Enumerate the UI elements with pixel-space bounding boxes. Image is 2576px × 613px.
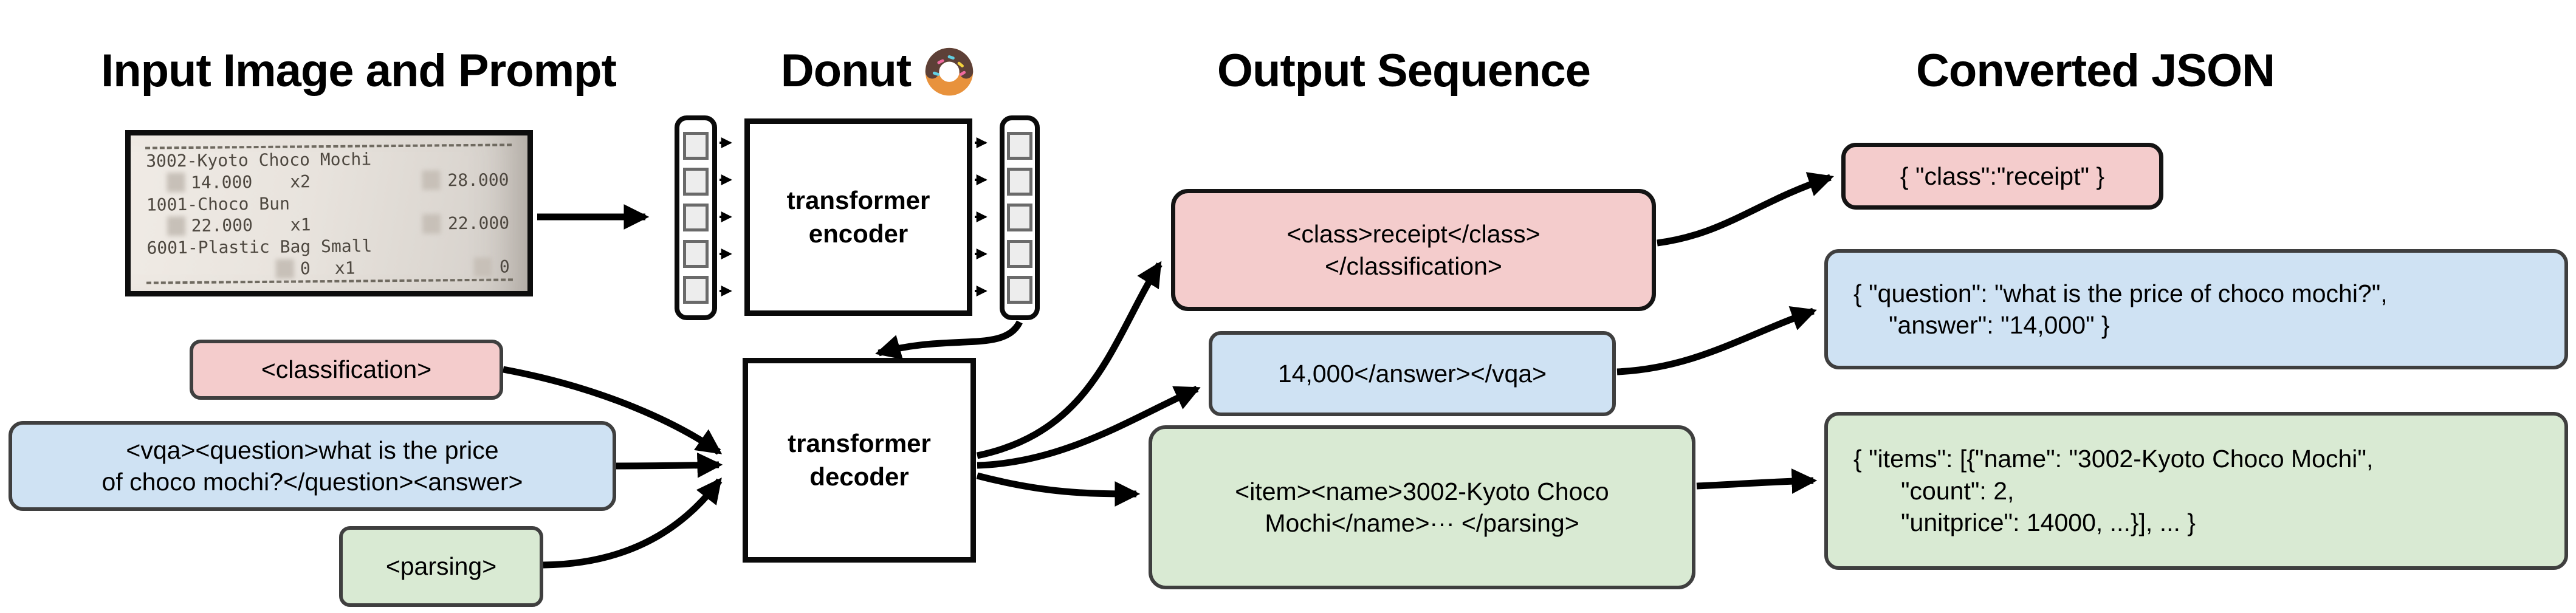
receipt-item-name: 3002-Kyoto Choco Mochi — [146, 149, 372, 171]
receipt-line-total: 22.000 — [447, 213, 510, 234]
vqa-output-box: 14,000</answer></vqa> — [1209, 331, 1616, 416]
receipt-total-cell: 22.000 — [337, 213, 520, 235]
transformer-decoder-box: transformer decoder — [743, 358, 976, 563]
decoder-label-line2: decoder — [809, 462, 909, 491]
vqa-json-line1: { "question": "what is the price of choc… — [1853, 279, 2388, 307]
parsing-output-line1: <item><name>3002-Kyoto Choco — [1235, 477, 1609, 505]
classification-output-line1: <class>receipt</class> — [1286, 220, 1540, 248]
embedding-token — [1007, 168, 1032, 196]
arrow-vqa-prompt-to-decoder — [616, 452, 723, 478]
receipt-unit-price: 14.000 — [190, 171, 253, 193]
receipt-qty: x2 — [290, 171, 311, 192]
receipt-content: 3002-Kyoto Choco Mochi 14.000 x2 28.000 … — [130, 134, 528, 293]
transformer-encoder-box: transformer encoder — [744, 118, 972, 316]
output-section-title: Output Sequence — [1217, 44, 1591, 97]
patch-token — [683, 204, 709, 232]
input-patch-token-strip — [675, 115, 717, 320]
patch-token — [683, 239, 709, 268]
redaction-patch — [422, 170, 441, 190]
encoded-embedding-strip — [1000, 115, 1040, 320]
vqa-prompt-line2: of choco mochi?</question><answer> — [101, 468, 523, 496]
receipt-qty: x1 — [290, 214, 311, 235]
model-title-label: Donut — [780, 44, 912, 97]
parsing-json-line2: "count": 2, — [1901, 476, 2014, 505]
receipt-line-total: 0 — [499, 256, 510, 277]
classification-output-box: <class>receipt</class> </classification> — [1171, 189, 1656, 311]
receipt-item-name: 6001-Plastic Bag Small — [146, 236, 373, 258]
arrows-encoder-to-embeddings — [975, 137, 987, 296]
vqa-output-text: 14,000</answer></vqa> — [1277, 359, 1547, 388]
parsing-output-line2: Mochi</name>··· </parsing> — [1265, 509, 1579, 537]
patch-token — [683, 275, 709, 304]
redaction-patch — [275, 259, 295, 279]
embedding-token — [1007, 275, 1032, 304]
embedding-token — [1007, 239, 1032, 268]
arrows-patches-to-encoder — [720, 137, 732, 296]
receipt-price-row: 14.000 x2 28.000 — [137, 170, 520, 193]
vqa-prompt-line1: <vqa><question>what is the price — [126, 436, 499, 464]
input-section-title: Input Image and Prompt — [101, 44, 617, 97]
receipt-input-image: 3002-Kyoto Choco Mochi 14.000 x2 28.000 … — [125, 130, 533, 296]
arrow-decoder-to-parsing-output — [976, 472, 1141, 507]
patch-token — [683, 168, 709, 196]
parsing-prompt-text: <parsing> — [385, 552, 497, 581]
receipt-item-name: 1001-Choco Bun — [146, 193, 290, 215]
parsing-json-box: { "items": [{"name": "3002-Kyoto Choco M… — [1824, 412, 2568, 570]
model-section-title: Donut — [696, 43, 1060, 98]
redaction-patch — [473, 257, 493, 277]
parsing-prompt-box: <parsing> — [339, 526, 543, 607]
parsing-output-box: <item><name>3002-Kyoto Choco Mochi</name… — [1149, 425, 1695, 589]
vqa-json-box: { "question": "what is the price of choc… — [1824, 249, 2568, 369]
receipt-price-cell: 14.000 — [137, 172, 252, 193]
encoder-label-line2: encoder — [808, 219, 908, 248]
arrow-vqa-output-to-json — [1616, 306, 1817, 375]
receipt-total-cell: 0 — [364, 256, 521, 278]
classification-prompt-text: <classification> — [261, 355, 432, 384]
vqa-prompt-box: <vqa><question>what is the price of choc… — [9, 421, 616, 511]
receipt-price-row: 0 x1 0 — [139, 256, 521, 279]
classification-output-line2: </classification> — [1325, 252, 1502, 280]
converted-json-section-title: Converted JSON — [1916, 44, 2275, 97]
donut-icon — [925, 47, 974, 96]
classification-prompt-box: <classification> — [190, 340, 503, 400]
receipt-total-cell: 28.000 — [336, 170, 520, 191]
receipt-line-total: 28.000 — [447, 170, 509, 190]
redaction-patch — [422, 214, 441, 234]
receipt-price-row: 22.000 x1 22.000 — [138, 213, 520, 236]
arrow-parsing-output-to-json — [1696, 468, 1818, 494]
redaction-patch — [167, 216, 185, 236]
patch-token — [683, 132, 709, 160]
receipt-unit-price: 0 — [300, 258, 311, 279]
arrow-embeddings-to-decoder — [874, 320, 1023, 360]
decoder-label-line1: transformer — [788, 428, 931, 457]
receipt-price-cell: 22.000 — [138, 215, 253, 236]
vqa-json-line2: "answer": "14,000" } — [1889, 311, 2110, 339]
parsing-json-line1: { "items": [{"name": "3002-Kyoto Choco M… — [1853, 445, 2374, 473]
parsing-json-line3: "unitprice": 14000, ...}], ... } — [1901, 509, 2196, 537]
receipt-unit-price: 22.000 — [191, 215, 253, 236]
redaction-patch — [166, 173, 185, 193]
embedding-token — [1007, 204, 1032, 232]
classification-json-text: { "class":"receipt" } — [1900, 162, 2105, 190]
arrow-classification-output-to-json — [1657, 172, 1834, 247]
receipt-price-cell: 0 — [139, 258, 311, 279]
receipt-qty: x1 — [334, 258, 355, 278]
classification-json-box: { "class":"receipt" } — [1841, 143, 2163, 210]
embedding-token — [1007, 132, 1032, 160]
encoder-label-line1: transformer — [786, 185, 930, 214]
